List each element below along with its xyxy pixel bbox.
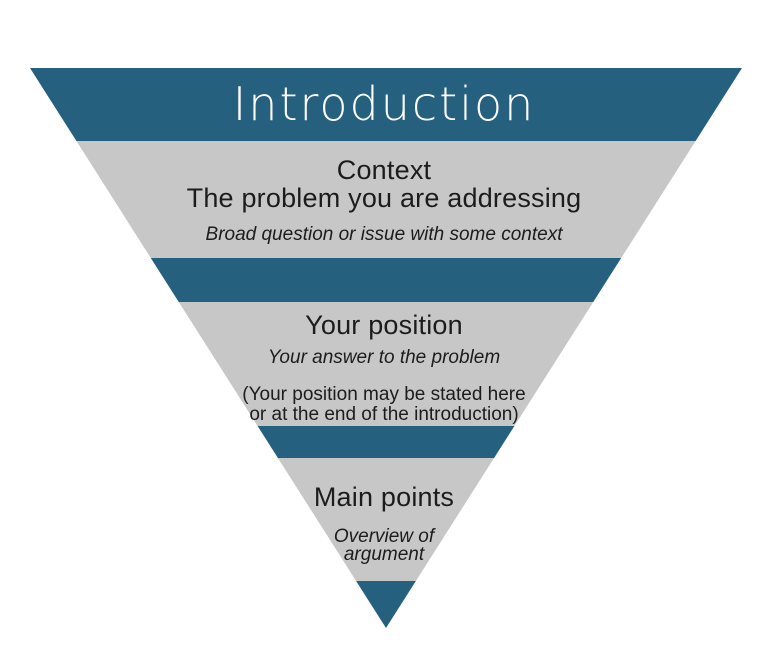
band-introduction bbox=[30, 68, 742, 141]
band-context bbox=[30, 141, 742, 258]
band-your-position bbox=[30, 302, 742, 426]
band-tip bbox=[30, 581, 742, 628]
band-divider-2 bbox=[30, 426, 742, 458]
band-divider-1 bbox=[30, 258, 742, 302]
band-main-points bbox=[30, 458, 742, 581]
